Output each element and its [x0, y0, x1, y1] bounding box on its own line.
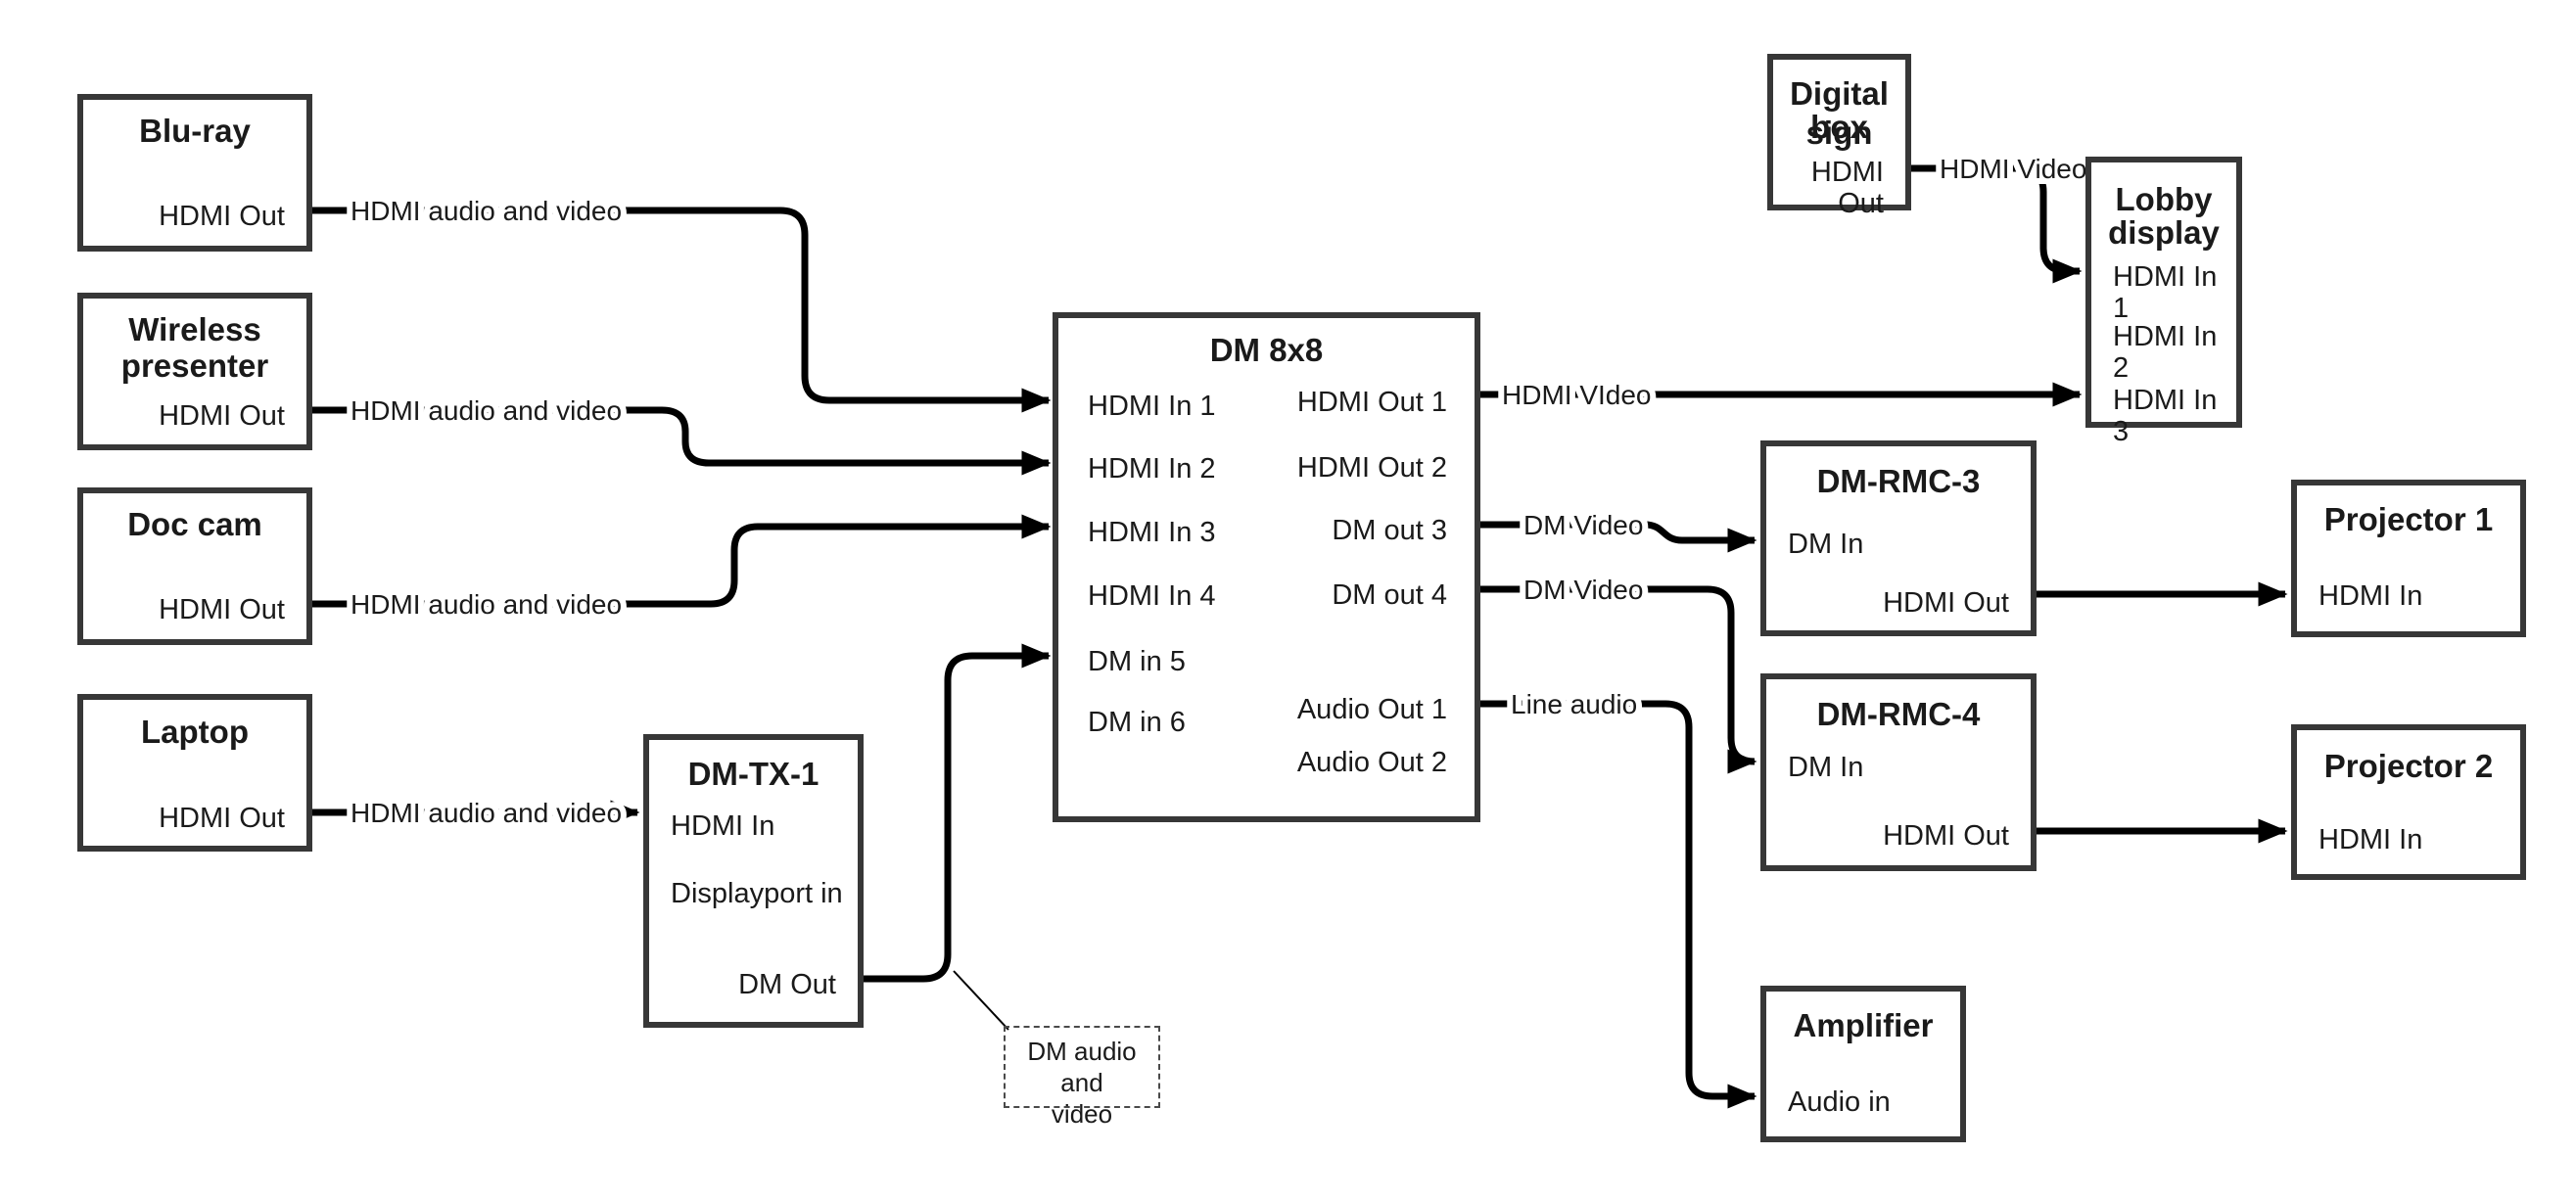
port-dmrmc4-hdmi-out: HDMI Out — [1883, 820, 2009, 852]
port-dm8x8-dm-out-4: DM out 4 — [1332, 579, 1447, 611]
wire-label: DM Video — [1523, 510, 1643, 540]
node-title: DM 8x8 — [1209, 332, 1324, 368]
port-amplifier-audio-in: Audio in — [1788, 1086, 1891, 1118]
port-dmrmc3-hdmi-out: HDMI Out — [1883, 587, 2009, 619]
port-dmtx1-hdmi-in: HDMI In — [671, 810, 775, 842]
node-title: box — [1810, 109, 1868, 145]
node-title: DM-RMC-3 — [1816, 463, 1981, 499]
node-title: Digital sign — [1790, 75, 1889, 151]
port-lobby-hdmi-in-3: HDMI In 3 — [2113, 385, 2218, 447]
port-dm8x8-audio-out-1: Audio Out 1 — [1296, 694, 1447, 725]
wire-label: HDMI audio and video — [351, 196, 622, 226]
port-dm8x8-dm-in-5: DM in 5 — [1088, 646, 1186, 677]
node-title: Projector 1 — [2323, 501, 2494, 537]
callout-leader-line — [953, 970, 1009, 1031]
node-dm-rmc-4: DM-RMC-4 DM In HDMI Out — [1760, 673, 2037, 871]
wire-bluray-to-dm8x8-in1 — [312, 207, 1052, 413]
wire-dmtx1-to-dm8x8-in5 — [864, 643, 1052, 983]
node-lobby-display: Lobby display HDMI In 1 HDMI In 2 HDMI I… — [2085, 157, 2242, 447]
port-dm8x8-hdmi-in-2: HDMI In 2 — [1088, 453, 1216, 485]
wire-dm8x8-out4-to-dmrmc4 — [1480, 585, 1757, 774]
node-title: Projector 2 — [2323, 748, 2494, 784]
callout-dm-audio-and-video: DM audio and video — [1004, 1026, 1160, 1129]
wire-label: HDMI VIdeo — [1502, 380, 1652, 410]
port-dmtx1-dm-out: DM Out — [738, 969, 836, 1000]
wire-label: HDMI audio and video — [351, 395, 622, 426]
port-wireless-hdmi-out: HDMI Out — [159, 400, 285, 432]
node-dm-tx-1: DM-TX-1 HDMI In Displayport in DM Out — [643, 734, 864, 1028]
node-title: Amplifier — [1793, 1007, 1934, 1043]
node-wireless-presenter: Wireless presenter HDMI Out — [77, 293, 312, 450]
port-proj2-hdmi-in: HDMI In — [2318, 824, 2423, 855]
port-doccam-hdmi-out: HDMI Out — [159, 594, 285, 625]
port-dm8x8-audio-out-2: Audio Out 2 — [1296, 747, 1447, 778]
node-dm-rmc-3: DM-RMC-3 DM In HDMI Out — [1760, 440, 2037, 636]
node-title: display — [2108, 214, 2220, 251]
port-dm8x8-hdmi-in-1: HDMI In 1 — [1088, 391, 1216, 422]
port-dmtx1-displayport-in: Displayport in — [671, 878, 843, 909]
port-dm8x8-hdmi-in-3: HDMI In 3 — [1088, 517, 1216, 548]
node-title: Blu-ray — [139, 113, 251, 149]
callout-line-1: DM audio and — [1027, 1037, 1137, 1097]
port-dm8x8-hdmi-out-2: HDMI Out 2 — [1296, 452, 1447, 484]
node-bluray: Blu-ray HDMI Out — [77, 94, 312, 252]
node-title: Doc cam — [127, 506, 262, 542]
node-projector-1: Projector 1 HDMI In — [2291, 480, 2526, 637]
node-laptop: Laptop HDMI Out — [77, 694, 312, 852]
callout-line-2: video — [1051, 1099, 1113, 1129]
port-dm8x8-hdmi-out-1: HDMI Out 1 — [1296, 387, 1447, 418]
node-projector-2: Projector 2 HDMI In — [2291, 724, 2526, 880]
port-proj1-hdmi-in: HDMI In — [2318, 580, 2423, 612]
wire-label: HDMI Video — [1940, 154, 2086, 184]
port-dm8x8-hdmi-in-4: HDMI In 4 — [1088, 580, 1216, 612]
wire-digitalsign-to-lobby-in1 — [1911, 164, 2083, 284]
port-dmrmc3-dm-in: DM In — [1788, 529, 1864, 560]
port-lobby-hdmi-in-1: HDMI In 1 — [2113, 261, 2218, 324]
node-title: DM-TX-1 — [687, 756, 820, 792]
port-dm8x8-dm-in-6: DM in 6 — [1088, 707, 1186, 738]
wire-dm8x8-aout1-to-amplifier — [1480, 700, 1757, 1109]
wire-label: DM Video — [1523, 575, 1643, 605]
node-amplifier: Amplifier Audio in — [1760, 986, 1966, 1142]
node-dm-8x8: DM 8x8 HDMI In 1 HDMI In 2 HDMI In 3 HDM… — [1053, 312, 1480, 822]
port-dmrmc4-dm-in: DM In — [1788, 752, 1864, 783]
node-title: DM-RMC-4 — [1816, 696, 1981, 732]
wire-label: HDMI audio and video — [351, 589, 622, 620]
wire-label: HDMI audio and video — [351, 798, 622, 828]
port-lobby-hdmi-in-2: HDMI In 2 — [2113, 321, 2218, 384]
node-title: Wireless — [128, 311, 261, 347]
wire-wireless-to-dm8x8-in2 — [312, 406, 1052, 476]
node-title: Laptop — [141, 714, 249, 750]
callout-text: DM audio and video — [1006, 1036, 1158, 1130]
node-doc-cam: Doc cam HDMI Out — [77, 487, 312, 645]
port-digitalsign-hdmi-out: HDMI Out — [1810, 157, 1884, 219]
node-digital-sign-box: Digital sign box HDMI Out — [1767, 54, 1911, 219]
wire-dm8x8-out3-to-dmrmc3 — [1480, 521, 1757, 553]
node-title: presenter — [120, 347, 269, 384]
wire-doccam-to-dm8x8-in3 — [312, 514, 1052, 608]
port-bluray-hdmi-out: HDMI Out — [159, 201, 285, 232]
wire-label: Line audio — [1511, 689, 1637, 719]
port-laptop-hdmi-out: HDMI Out — [159, 803, 285, 834]
port-dm8x8-dm-out-3: DM out 3 — [1332, 515, 1447, 546]
node-title: Lobby — [2115, 181, 2213, 217]
